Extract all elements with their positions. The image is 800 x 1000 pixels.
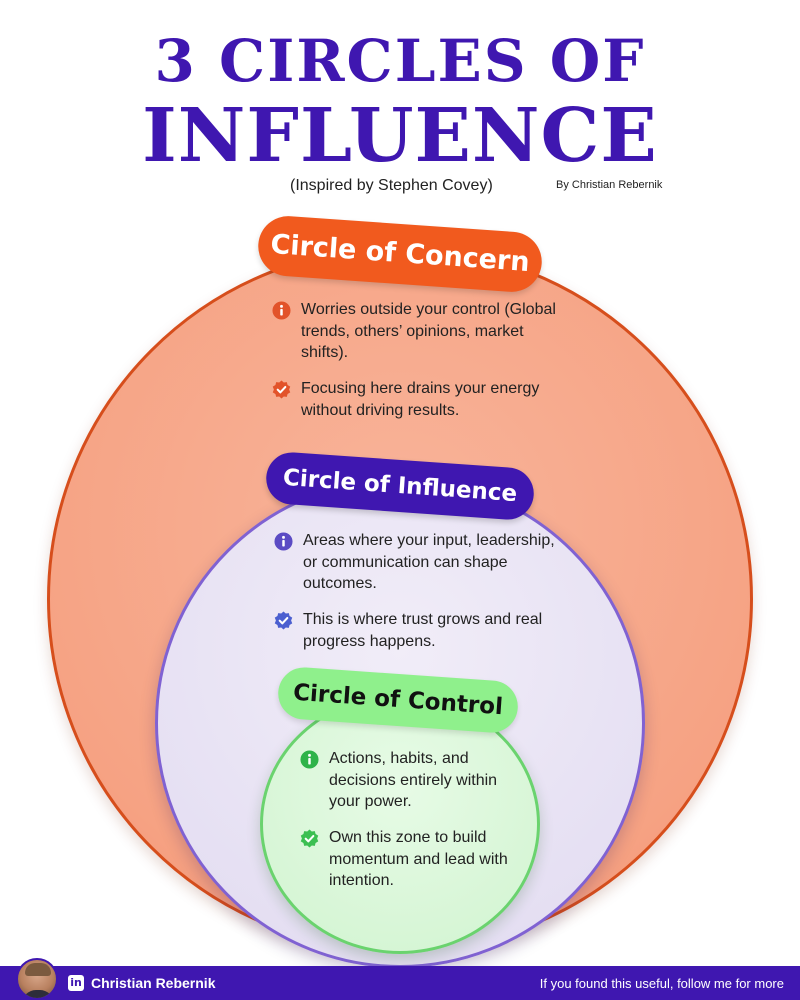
info-icon xyxy=(300,750,319,769)
concern-item-text: Worries outside your control (Global tre… xyxy=(301,301,556,361)
concern-item: Focusing here drains your energy without… xyxy=(272,378,572,421)
control-item: Own this zone to build momentum and lead… xyxy=(300,827,520,892)
control-item-text: Own this zone to build momentum and lead… xyxy=(329,829,508,889)
info-icon xyxy=(272,301,291,320)
control-item-text: Actions, habits, and decisions entirely … xyxy=(329,750,498,810)
badge-check-icon xyxy=(272,380,291,399)
subtitle: (Inspired by Stephen Covey) xyxy=(290,177,493,194)
control-item: Actions, habits, and decisions entirely … xyxy=(300,748,520,813)
influence-item: Areas where your input, leadership, or c… xyxy=(274,530,564,595)
avatar-shirt xyxy=(22,990,54,998)
author-credit: By Christian Rebernik xyxy=(556,179,663,191)
info-icon xyxy=(274,532,293,551)
avatar-hair xyxy=(25,963,51,976)
footer-call-to-action: If you found this useful, follow me for … xyxy=(539,976,784,991)
page-title-line-2: INFLUENCE xyxy=(142,93,658,179)
linkedin-icon[interactable]: in xyxy=(68,975,84,991)
badge-check-icon xyxy=(274,611,293,630)
concern-item: Worries outside your control (Global tre… xyxy=(272,299,572,364)
badge-check-icon xyxy=(300,829,319,848)
influence-item-text: This is where trust grows and real progr… xyxy=(303,611,543,650)
footer-bar xyxy=(0,966,800,1000)
page-title-line-1: 3 CIRCLES OF xyxy=(154,27,646,95)
influence-item-text: Areas where your input, leadership, or c… xyxy=(303,532,555,592)
avatar[interactable] xyxy=(16,958,58,1000)
influence-item: This is where trust grows and real progr… xyxy=(274,609,564,652)
footer-author-name[interactable]: Christian Rebernik xyxy=(91,975,216,991)
circle-of-control xyxy=(260,694,540,954)
concern-item-text: Focusing here drains your energy without… xyxy=(301,380,540,419)
